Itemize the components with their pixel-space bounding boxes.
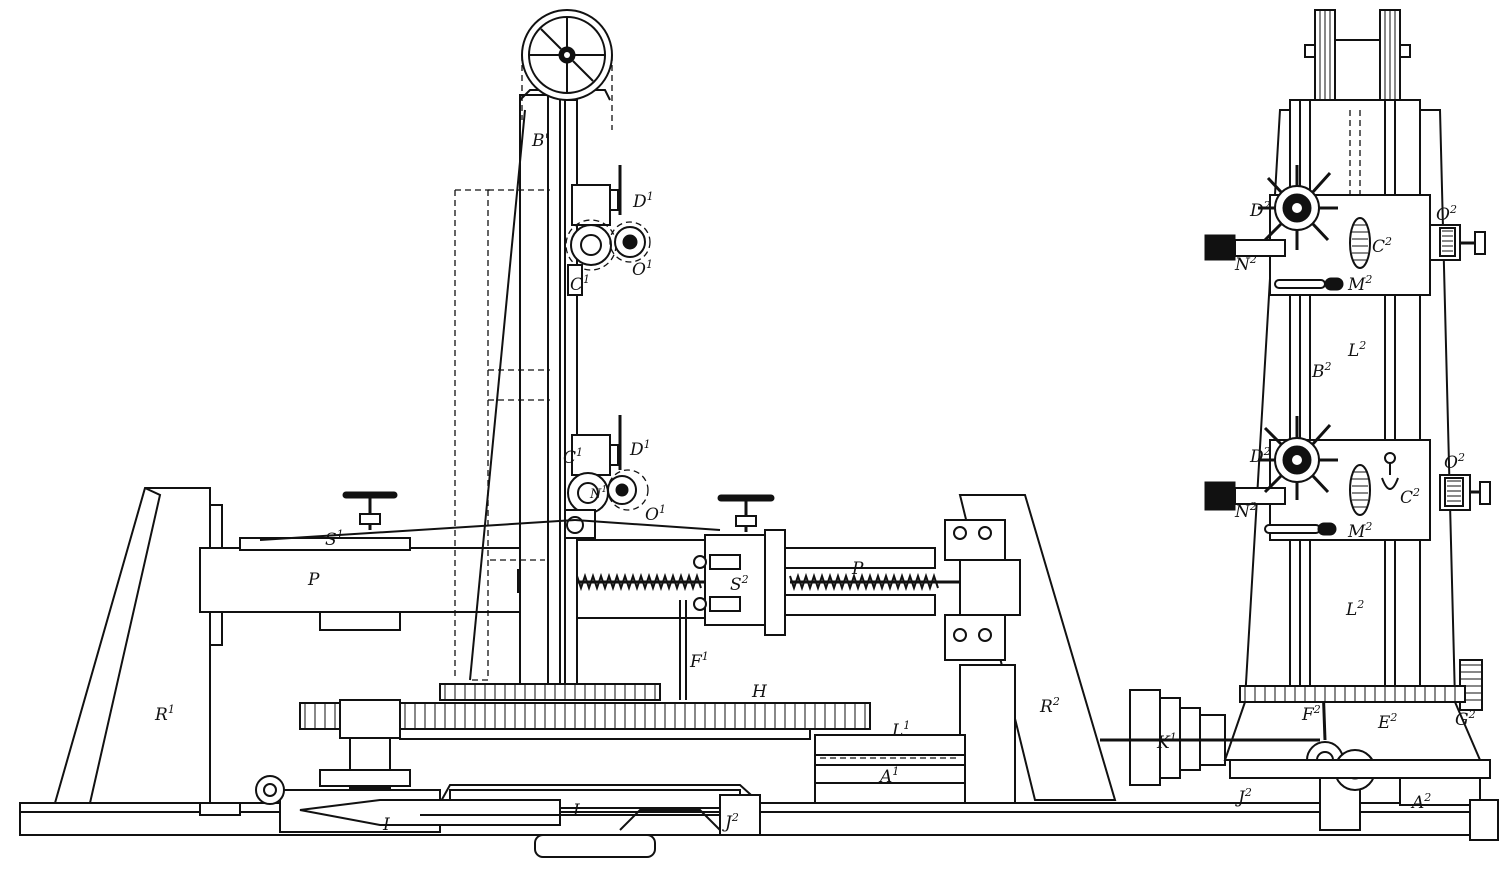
feed-rod-f1 xyxy=(679,600,687,700)
label-d2-upper: D2 xyxy=(1249,199,1271,221)
rotary-table xyxy=(255,683,871,805)
label-i-left: I xyxy=(382,815,390,835)
label-o2-lower: O2 xyxy=(1444,451,1465,473)
drive-belts xyxy=(259,109,721,681)
label-c1-upper: C1 xyxy=(570,273,590,295)
feed-screw-right xyxy=(789,572,939,592)
label-b2: B2 xyxy=(1311,360,1332,382)
label-l1: L1 xyxy=(891,719,910,741)
top-pulleys-right xyxy=(1304,9,1411,101)
cone-pulley-k1 xyxy=(1100,689,1320,786)
cross-rail xyxy=(199,491,960,636)
label-c2-upper: C2 xyxy=(1372,235,1392,257)
handwheel-s2 xyxy=(717,494,775,532)
label-m2-lower: M2 xyxy=(1347,520,1372,542)
label-n1: N1 xyxy=(589,485,607,502)
label-p-left: P xyxy=(307,570,320,590)
handwheel-s1 xyxy=(342,491,398,530)
label-r2: R2 xyxy=(1039,695,1060,717)
upper-tool-head xyxy=(565,165,651,296)
upper-saddle xyxy=(1204,165,1486,296)
label-d1-upper: D1 xyxy=(632,190,654,212)
label-n2-upper: N2 xyxy=(1234,253,1257,275)
label-m2-upper: M2 xyxy=(1347,273,1372,295)
lower-saddle xyxy=(1204,416,1491,541)
label-d2-lower: D2 xyxy=(1249,445,1271,467)
label-o1-lower: O1 xyxy=(645,503,666,525)
top-pulley xyxy=(521,9,613,130)
lower-tool-head xyxy=(564,415,649,539)
label-f1: F1 xyxy=(689,650,709,672)
label-d1-lower: D1 xyxy=(629,438,651,460)
label-r1: R1 xyxy=(154,703,175,725)
label-i-mid: I xyxy=(572,801,580,821)
right-upright xyxy=(944,494,1117,804)
label-o1-upper: O1 xyxy=(632,258,653,280)
label-c2-lower: C2 xyxy=(1400,486,1420,508)
label-l2-lower: L2 xyxy=(1345,598,1364,620)
label-k1: K1 xyxy=(1156,731,1177,753)
label-j2-left: J2 xyxy=(722,811,739,833)
label-j2-right: J2 xyxy=(1235,786,1252,808)
label-s2: S2 xyxy=(730,573,749,595)
part-labels: B' D1 O1 C1 D1 C1 N1 O1 S1 P P S2 F1 H L… xyxy=(154,131,1476,835)
rack-assembly xyxy=(814,734,966,804)
label-n2-lower: N2 xyxy=(1234,500,1257,522)
label-a1: A1 xyxy=(878,765,899,787)
left-upright xyxy=(53,487,241,816)
label-b-prime: B' xyxy=(531,131,549,151)
label-f2: F2 xyxy=(1301,703,1321,725)
label-e2: E2 xyxy=(1377,711,1397,733)
drive-shaft xyxy=(299,794,761,836)
label-a2: A2 xyxy=(1410,791,1431,813)
label-p-right: P xyxy=(851,559,864,579)
label-s1: S1 xyxy=(325,528,344,550)
label-c1-lower: C1 xyxy=(563,446,583,468)
label-h: H xyxy=(751,682,768,702)
label-l2-upper: L2 xyxy=(1347,339,1366,361)
label-o2-upper: O2 xyxy=(1436,203,1457,225)
label-g2: G2 xyxy=(1455,708,1476,730)
